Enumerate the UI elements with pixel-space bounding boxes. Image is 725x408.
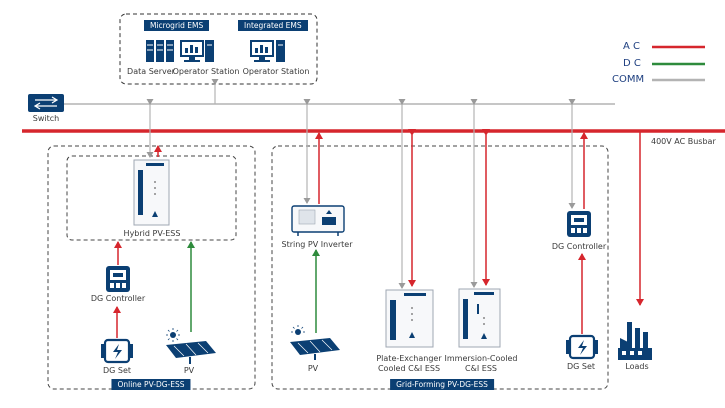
switch-icon (28, 94, 64, 112)
dg-controller-label: DG Controller (90, 294, 146, 303)
string-inverter-label: String PV Inverter (281, 240, 353, 249)
plate-ess-label-line1: Plate-Exchanger (376, 354, 442, 363)
plate-exchanger-ess-icon (385, 289, 434, 348)
plate-ess-label-line2: Cooled C&I ESS (377, 364, 441, 373)
online-group-title: Online PV-DG-ESS (111, 379, 191, 390)
gridforming-group-title: Grid-Forming PV-DG-ESS (390, 379, 494, 390)
pv-label: PV (183, 366, 195, 375)
loads-factory-icon (618, 322, 652, 360)
dg-controller-icon-2 (567, 211, 591, 237)
immersion-ess-label-line2: C&I ESS (465, 364, 497, 373)
legend-ac-label: A C (623, 41, 641, 52)
operator-station-icon (180, 40, 214, 62)
legend-dc-label: D C (623, 58, 641, 69)
gridforming-group-box (271, 145, 609, 390)
immersion-ess-label-line1: Immersion-Cooled (444, 354, 518, 363)
data-server-label: Data Server (127, 67, 175, 76)
dg-set-label: DG Set (102, 366, 132, 375)
pv-label-2: PV (307, 364, 319, 373)
switch-label: Switch (32, 114, 60, 123)
pv-panel-icon (166, 328, 216, 364)
dg-set-icon-2 (566, 334, 598, 360)
integrated-ems-tag: Integrated EMS (238, 20, 308, 31)
operator-station-icon-2 (250, 40, 285, 62)
string-inverter-icon (291, 205, 345, 236)
ems-group-box (119, 13, 318, 85)
hybrid-pv-ess-label: Hybrid PV-ESS (123, 229, 181, 238)
operator-station-label-2: Operator Station (242, 67, 310, 76)
immersion-cooled-ess-icon (458, 288, 501, 348)
legend-comm-label: COMM (612, 74, 645, 85)
busbar-label: 400V AC Busbar (651, 137, 716, 146)
dg-set-label-2: DG Set (566, 362, 596, 371)
pv-panel-icon-2 (290, 325, 340, 360)
dg-set-icon (101, 338, 133, 364)
dg-controller-label-2: DG Controller (551, 242, 607, 251)
microgrid-ems-tag: Microgrid EMS (144, 20, 210, 31)
dg-controller-icon (106, 266, 130, 292)
data-server-icon (146, 40, 174, 62)
operator-station-label: Operator Station (172, 67, 240, 76)
hybrid-pv-ess-cabinet-icon (133, 159, 170, 226)
loads-label: Loads (625, 362, 649, 371)
